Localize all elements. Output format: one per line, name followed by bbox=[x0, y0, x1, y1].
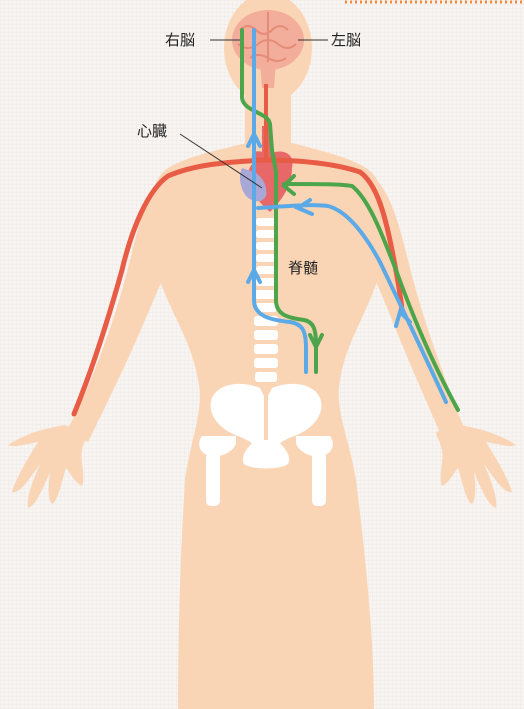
vertebra bbox=[256, 218, 276, 226]
hand-left bbox=[436, 425, 516, 508]
label-right-brain: 右脳 bbox=[165, 33, 195, 48]
arm-right bbox=[64, 170, 188, 442]
vertebra bbox=[255, 372, 277, 382]
femur-left bbox=[312, 452, 326, 506]
vertebra bbox=[255, 290, 277, 299]
vertebra bbox=[254, 344, 278, 354]
vertebra bbox=[256, 254, 276, 262]
vertebra bbox=[256, 230, 276, 238]
label-heart: 心臓 bbox=[137, 124, 167, 139]
vertebra bbox=[254, 358, 278, 368]
vertebra bbox=[256, 242, 276, 250]
label-left-brain: 左脳 bbox=[331, 33, 361, 48]
vertebra bbox=[254, 330, 278, 340]
hand-right bbox=[8, 425, 88, 508]
label-spinal-cord: 脊髄 bbox=[288, 261, 318, 276]
femur-right bbox=[206, 452, 220, 506]
body-silhouette bbox=[8, 0, 516, 709]
vertebra bbox=[256, 266, 276, 274]
